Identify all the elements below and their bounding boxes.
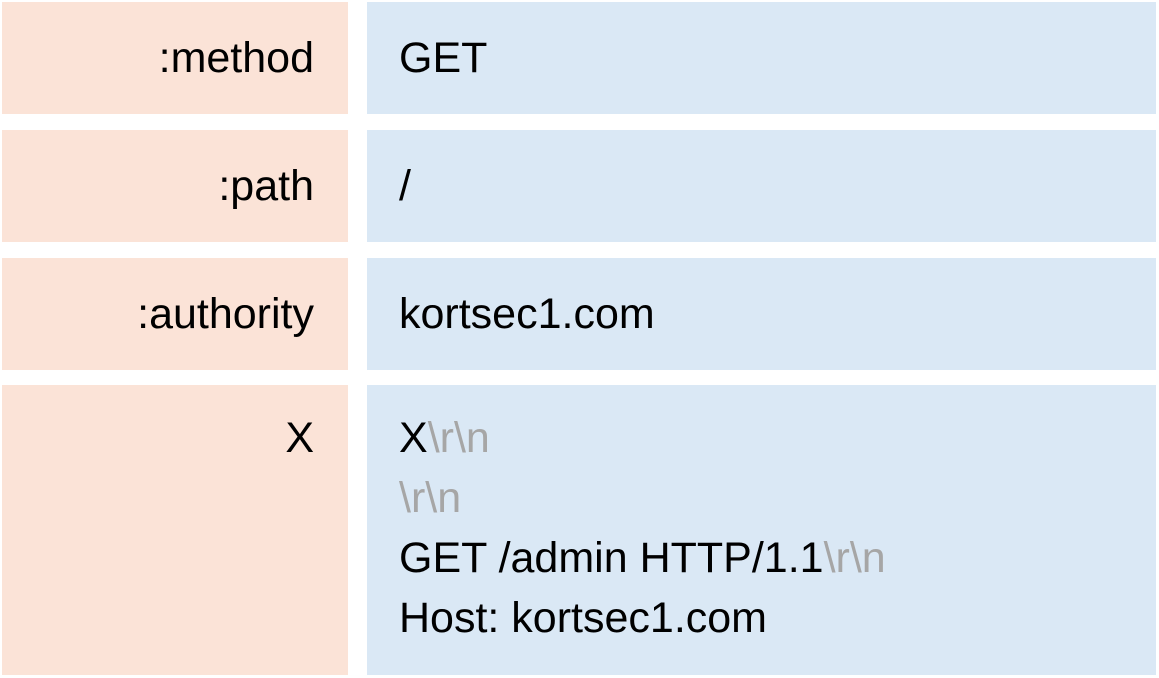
header-row-authority: :authority kortsec1.com bbox=[0, 258, 1159, 370]
header-name: :path bbox=[218, 162, 314, 210]
header-value-cell: GET bbox=[367, 2, 1156, 114]
header-value-cell: X\r\n \r\n GET /admin HTTP/1.1\r\n Host:… bbox=[367, 385, 1156, 675]
crlf-marker: \r\n bbox=[427, 414, 490, 462]
value-line: X\r\n bbox=[399, 408, 886, 468]
header-name-cell: :path bbox=[2, 130, 348, 242]
header-value: / bbox=[399, 162, 411, 210]
header-value-cell: / bbox=[367, 130, 1156, 242]
crlf-marker: \r\n bbox=[823, 534, 886, 582]
header-value: kortsec1.com bbox=[399, 290, 655, 338]
line-text: Host: kortsec1.com bbox=[399, 594, 767, 642]
header-name: :authority bbox=[137, 290, 314, 338]
crlf-marker: \r\n bbox=[399, 474, 462, 522]
header-name-cell: :method bbox=[2, 2, 348, 114]
header-row-method: :method GET bbox=[0, 2, 1159, 114]
line-text: GET /admin HTTP/1.1 bbox=[399, 534, 824, 582]
value-line: Host: kortsec1.com bbox=[399, 588, 886, 648]
header-name-cell: :authority bbox=[2, 258, 348, 370]
header-name-cell: X bbox=[2, 385, 348, 675]
value-line: GET /admin HTTP/1.1\r\n bbox=[399, 528, 886, 588]
header-name: :method bbox=[158, 34, 314, 82]
smuggled-request-text: X\r\n \r\n GET /admin HTTP/1.1\r\n Host:… bbox=[399, 408, 886, 648]
header-row-smuggled: X X\r\n \r\n GET /admin HTTP/1.1\r\n Hos… bbox=[0, 385, 1159, 675]
header-row-path: :path / bbox=[0, 130, 1159, 242]
header-value: GET bbox=[399, 34, 488, 82]
header-value-cell: kortsec1.com bbox=[367, 258, 1156, 370]
value-line: \r\n bbox=[399, 468, 886, 528]
line-text: X bbox=[399, 414, 428, 462]
header-name: X bbox=[285, 414, 314, 462]
